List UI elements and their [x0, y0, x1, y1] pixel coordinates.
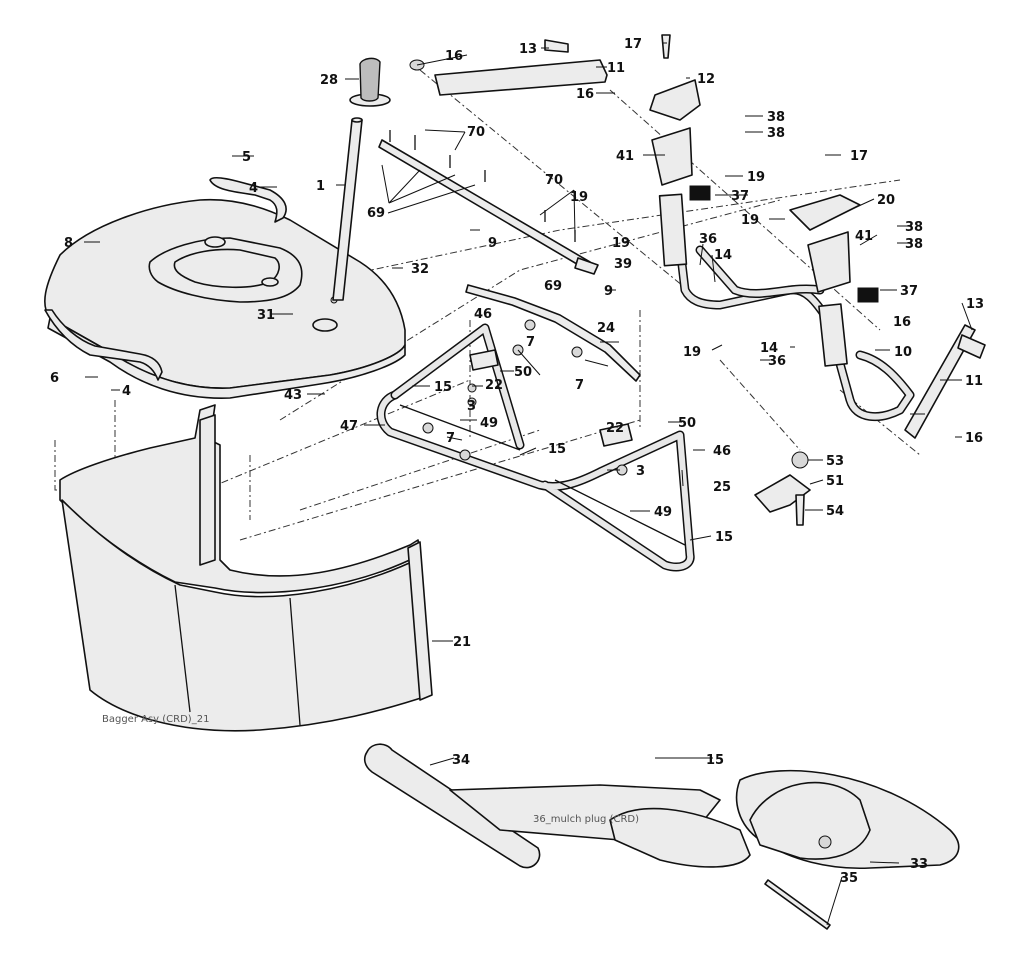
- callout-17: 17: [624, 37, 642, 52]
- handle-grip: [349, 57, 391, 107]
- callout-17: 17: [850, 149, 868, 164]
- callout-24: 24: [597, 321, 615, 336]
- handle-lower: [44, 309, 163, 381]
- lower-frame: [376, 323, 695, 572]
- callout-8: 8: [64, 236, 73, 251]
- callout-22: 22: [485, 378, 503, 393]
- support-rod-with-bolts: [378, 130, 599, 275]
- callout-3: 3: [636, 464, 645, 479]
- callout-16: 16: [576, 87, 594, 102]
- callout-19: 19: [747, 170, 765, 185]
- callout-4: 4: [249, 181, 258, 196]
- callout-19: 19: [741, 213, 759, 228]
- callout-51: 51: [826, 474, 844, 489]
- callout-9: 9: [488, 236, 497, 251]
- pin: [764, 879, 831, 930]
- callout-36: 36: [699, 232, 717, 247]
- callout-38: 38: [905, 220, 923, 235]
- callout-31: 31: [257, 308, 275, 323]
- callout-11: 11: [965, 374, 983, 389]
- callout-34: 34: [452, 753, 470, 768]
- leader-lines: [84, 42, 973, 926]
- callout-49: 49: [654, 505, 672, 520]
- callout-21: 21: [453, 635, 471, 650]
- callout-15: 15: [434, 380, 452, 395]
- mulch-plug-rod: [363, 743, 541, 869]
- handle-rod: [332, 117, 363, 301]
- callout-47: 47: [340, 419, 358, 434]
- handle-upper: [209, 177, 287, 223]
- callout-41: 41: [616, 149, 634, 164]
- callout-labels: 1 5 4 8 6 4 31 32 43 28 70 70 69 69 9 9 …: [50, 37, 984, 886]
- callout-46: 46: [713, 444, 731, 459]
- callout-70: 70: [545, 173, 563, 188]
- mulch-plug-caption: 36_mulch plug (CRD): [533, 814, 639, 825]
- callout-13: 13: [966, 297, 984, 312]
- callout-49: 49: [480, 416, 498, 431]
- callout-1: 1: [316, 179, 325, 194]
- callout-54: 54: [826, 504, 844, 519]
- callout-3: 3: [467, 399, 476, 414]
- bag: [61, 414, 433, 732]
- callout-7: 7: [446, 431, 455, 446]
- callout-20: 20: [877, 193, 895, 208]
- callout-10: 10: [894, 345, 912, 360]
- callout-35: 35: [840, 871, 858, 886]
- callout-9: 9: [604, 284, 613, 299]
- bagger-caption: Bagger Asy (CRD)_21: [102, 714, 209, 725]
- callout-6: 6: [50, 371, 59, 386]
- callout-16: 16: [965, 431, 983, 446]
- right-side-bracket: [904, 324, 986, 439]
- callout-5: 5: [242, 150, 251, 165]
- callout-69: 69: [544, 279, 562, 294]
- callout-7: 7: [575, 378, 584, 393]
- callout-25: 25: [713, 480, 731, 495]
- callout-14: 14: [714, 248, 732, 263]
- callout-28: 28: [320, 73, 338, 88]
- callout-37: 37: [900, 284, 918, 299]
- callout-13: 13: [519, 42, 537, 57]
- callout-16: 16: [445, 49, 463, 64]
- upper-bracket-left: [409, 39, 608, 96]
- callout-19: 19: [612, 236, 630, 251]
- callout-50: 50: [514, 365, 532, 380]
- cross-rod: [465, 284, 641, 382]
- callout-69: 69: [367, 206, 385, 221]
- callout-15: 15: [548, 442, 566, 457]
- mulch-plug-body: [449, 769, 960, 870]
- callout-14: 14: [760, 341, 778, 356]
- callout-11: 11: [607, 61, 625, 76]
- callout-53: 53: [826, 454, 844, 469]
- callout-15: 15: [715, 530, 733, 545]
- callout-15: 15: [706, 753, 724, 768]
- callout-39: 39: [614, 257, 632, 272]
- callout-46: 46: [474, 307, 492, 322]
- latch-hardware: [754, 451, 811, 526]
- frame-hardware: [422, 319, 633, 476]
- callout-43: 43: [284, 388, 302, 403]
- callout-37: 37: [731, 189, 749, 204]
- callout-41: 41: [855, 229, 873, 244]
- callout-38: 38: [767, 126, 785, 141]
- callout-38: 38: [905, 237, 923, 252]
- rear-bracket-blocks: [651, 127, 879, 303]
- callout-7: 7: [526, 335, 535, 350]
- callout-32: 32: [411, 262, 429, 277]
- callout-16: 16: [893, 315, 911, 330]
- hinge-bracket: [649, 34, 701, 121]
- callout-38: 38: [767, 110, 785, 125]
- callout-12: 12: [697, 72, 715, 87]
- callout-22: 22: [606, 421, 624, 436]
- callout-33: 33: [910, 857, 928, 872]
- rear-frame-tubes: [658, 193, 915, 422]
- callout-50: 50: [678, 416, 696, 431]
- callout-70: 70: [467, 125, 485, 140]
- callout-4: 4: [122, 384, 131, 399]
- callout-19: 19: [570, 190, 588, 205]
- callout-19: 19: [683, 345, 701, 360]
- callout-36: 36: [768, 354, 786, 369]
